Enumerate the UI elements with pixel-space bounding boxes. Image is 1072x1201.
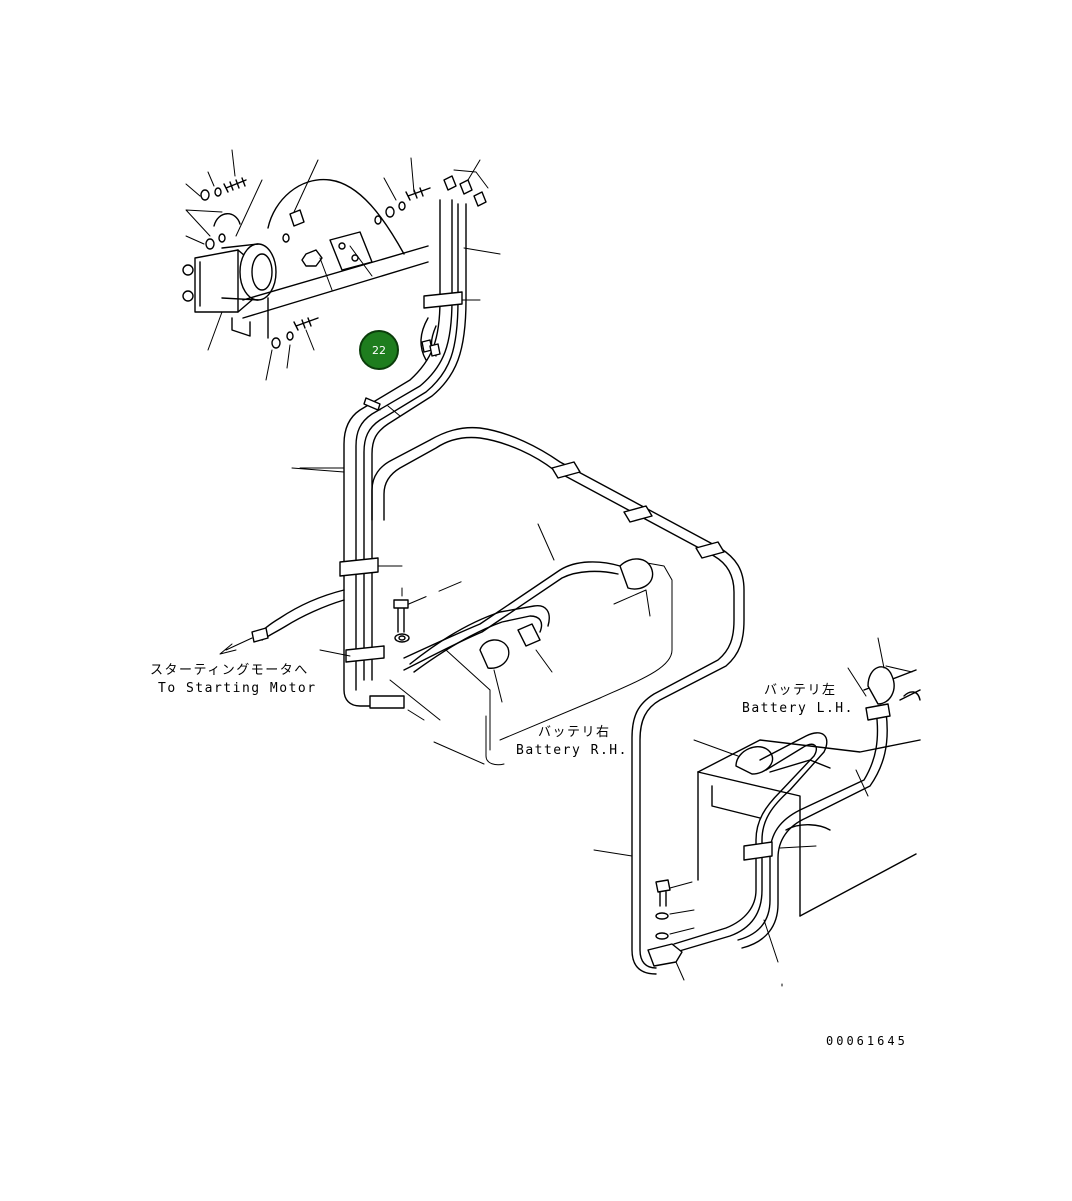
drawing-code: 00061645 — [826, 1034, 908, 1048]
main-harness — [219, 199, 745, 975]
battery-relay-assembly — [182, 149, 489, 381]
label-battery-rh-jp: バッテリ右 — [538, 725, 611, 740]
label-battery-rh-en: Battery R.H. — [516, 743, 628, 758]
label-starting-motor-jp: スターティングモータへ — [150, 663, 309, 678]
label-battery-lh-en: Battery L.H. — [742, 701, 854, 716]
callout-badge-number: 22 — [372, 344, 386, 357]
battery-rh-area — [319, 523, 673, 766]
callout-badge-22[interactable]: 22 — [359, 330, 399, 370]
label-battery-lh-jp: バッテリ左 — [764, 683, 837, 698]
label-starting-motor-en: To Starting Motor — [158, 681, 317, 696]
battery-lh-area — [647, 637, 921, 987]
